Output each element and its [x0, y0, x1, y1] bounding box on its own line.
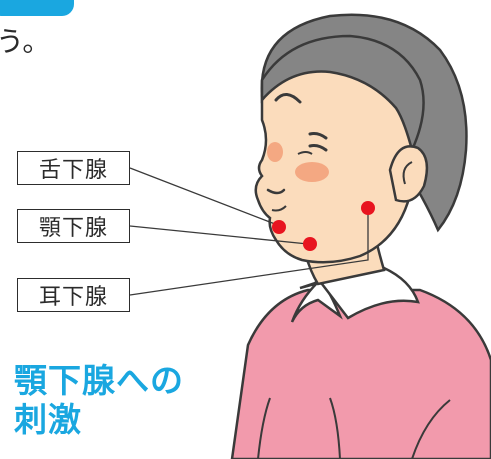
leader-line-submandibular: [129, 225, 309, 245]
parotid-gland-dot: [361, 201, 375, 215]
eyebrow: [274, 93, 302, 104]
hair-fringe: [260, 34, 425, 154]
collar-right: [314, 266, 420, 320]
header-tab: [0, 0, 74, 16]
header-text: う。: [0, 25, 51, 58]
eye: [308, 132, 328, 152]
submandibular-gland-dot: [303, 237, 317, 251]
leader-line-parotid: [129, 210, 369, 296]
caption-line-1: 顎下腺への: [14, 361, 184, 400]
wrinkle: [297, 151, 313, 155]
mouth: [266, 188, 286, 195]
cheek-left: [267, 142, 283, 162]
shirt-fold-3: [411, 399, 451, 459]
caption-line-2: 刺激: [14, 400, 82, 439]
shirt: [230, 288, 491, 459]
ear: [388, 145, 429, 203]
sublingual-gland-dot: [272, 220, 286, 234]
chin-fold: [271, 205, 287, 212]
leader-line-sublingual: [129, 167, 276, 225]
label-sublingual-gland: 舌下腺: [17, 151, 130, 185]
ear-inner: [402, 161, 413, 185]
label-parotid-gland: 耳下腺: [17, 278, 130, 312]
label-submandibular-gland: 顎下腺: [17, 209, 130, 243]
shirt-fold-2: [329, 397, 341, 459]
shirt-fold-1: [257, 397, 271, 459]
cheek-right: [295, 162, 329, 182]
